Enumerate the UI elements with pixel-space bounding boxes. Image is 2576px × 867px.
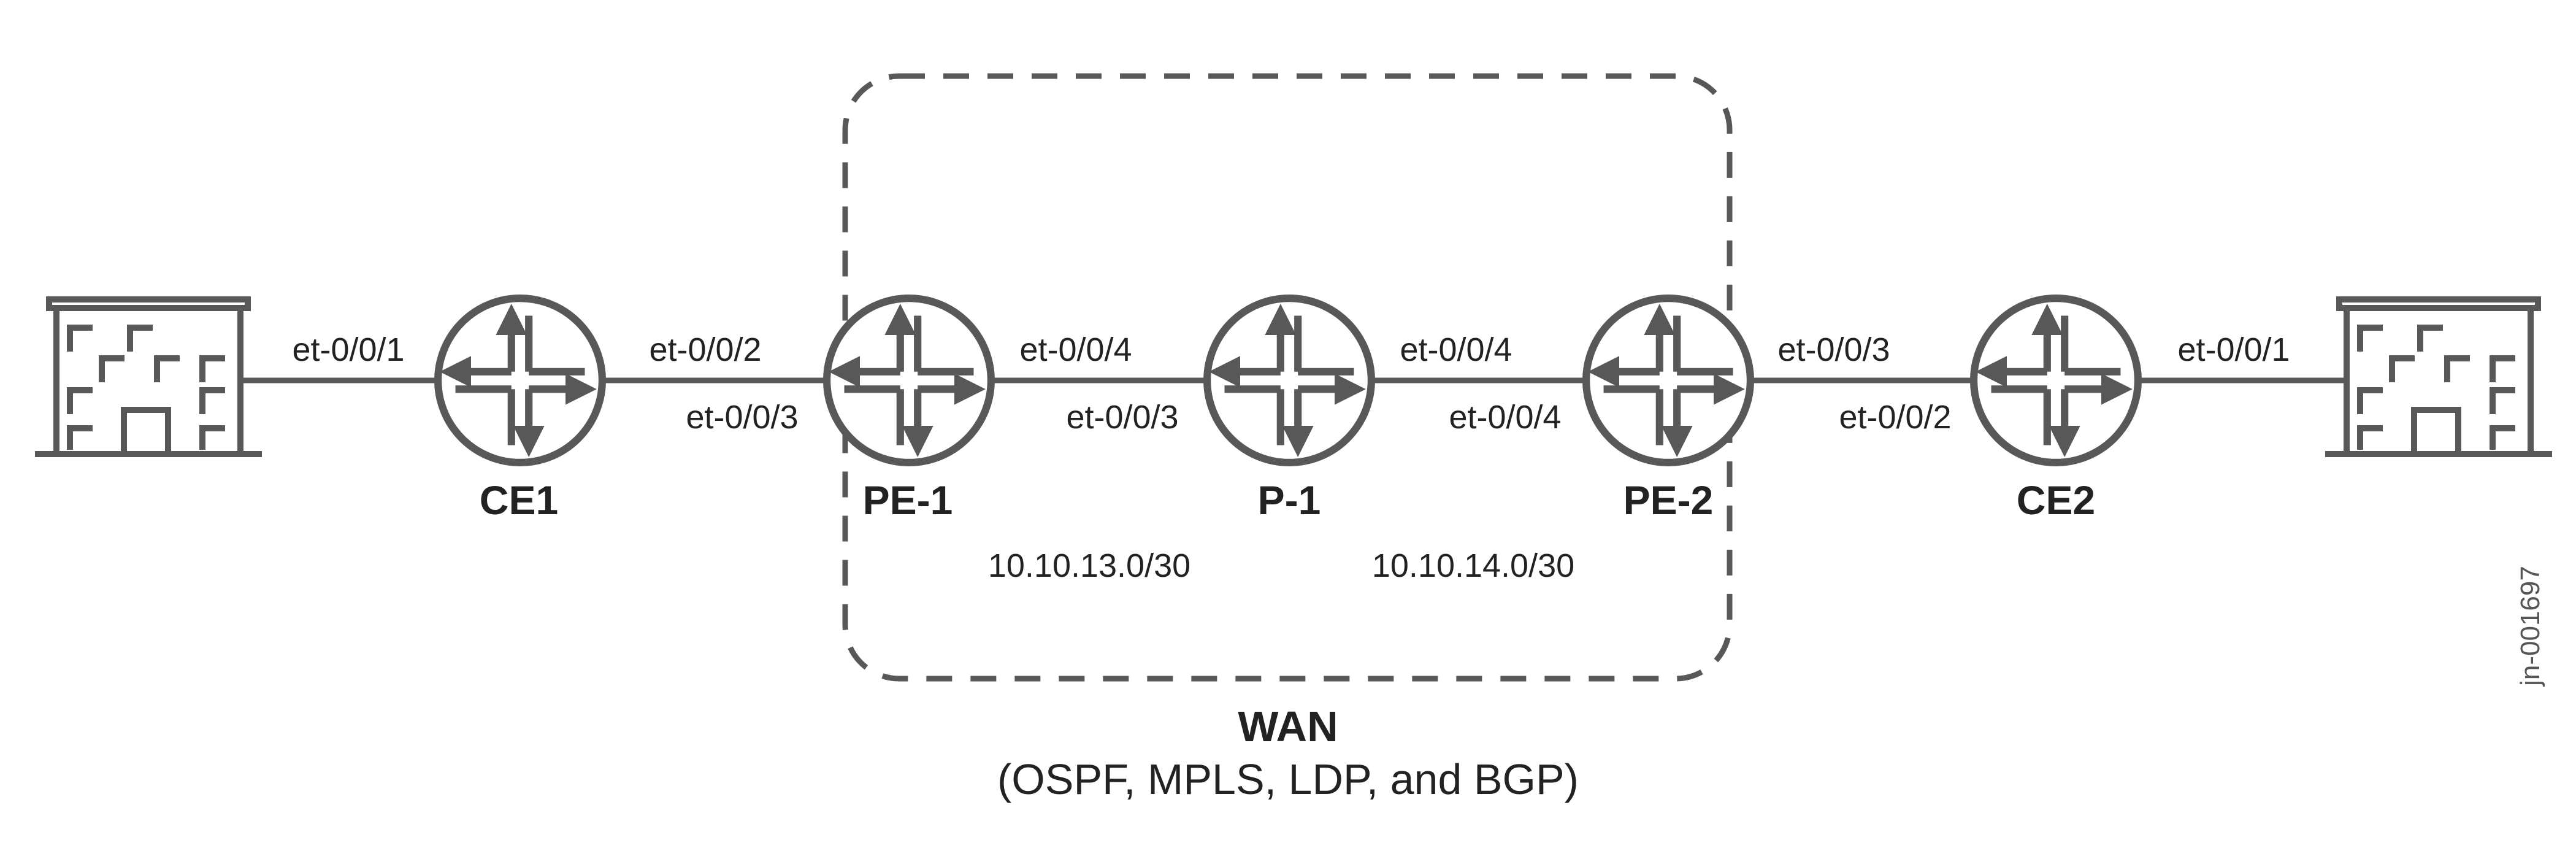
interface-label-pe1-p1: et-0/0/4 — [1019, 331, 1132, 368]
interface-label-site1-ce1: et-0/0/1 — [292, 331, 404, 368]
node-label-p1: P-1 — [1258, 477, 1321, 523]
interface-label-p1-pe1: et-0/0/3 — [1066, 399, 1178, 436]
document-id: jn-001697 — [2515, 566, 2545, 687]
building-icon — [2328, 299, 2549, 454]
interface-label-pe1-ce1: et-0/0/3 — [686, 399, 798, 436]
interface-label-ce2-site2: et-0/0/1 — [2177, 331, 2290, 368]
building-icon — [38, 299, 259, 454]
node-label-ce2: CE2 — [2017, 477, 2095, 523]
subnet-label-p1-pe2: 10.10.14.0/30 — [1372, 547, 1574, 584]
node-label-pe1: PE-1 — [863, 477, 953, 523]
node-label-ce1: CE1 — [480, 477, 558, 523]
interface-label-p1-pe2: et-0/0/4 — [1400, 331, 1512, 368]
node-label-pe2: PE-2 — [1623, 477, 1714, 523]
router-icon — [438, 298, 602, 463]
router-icon — [1207, 298, 1371, 463]
router-icon — [1586, 298, 1750, 463]
wan-title: WAN — [1238, 703, 1338, 750]
interface-label-ce2-pe2: et-0/0/2 — [1839, 399, 1951, 436]
interface-label-pe2-ce2: et-0/0/3 — [1777, 331, 1890, 368]
router-icon — [827, 298, 991, 463]
router-icon — [1974, 298, 2138, 463]
interface-label-ce1-pe1: et-0/0/2 — [649, 331, 761, 368]
interface-label-pe2-p1: et-0/0/4 — [1449, 399, 1561, 436]
wan-protocols: (OSPF, MPLS, LDP, and BGP) — [997, 755, 1579, 803]
subnet-label-pe1-p1: 10.10.13.0/30 — [988, 547, 1190, 584]
